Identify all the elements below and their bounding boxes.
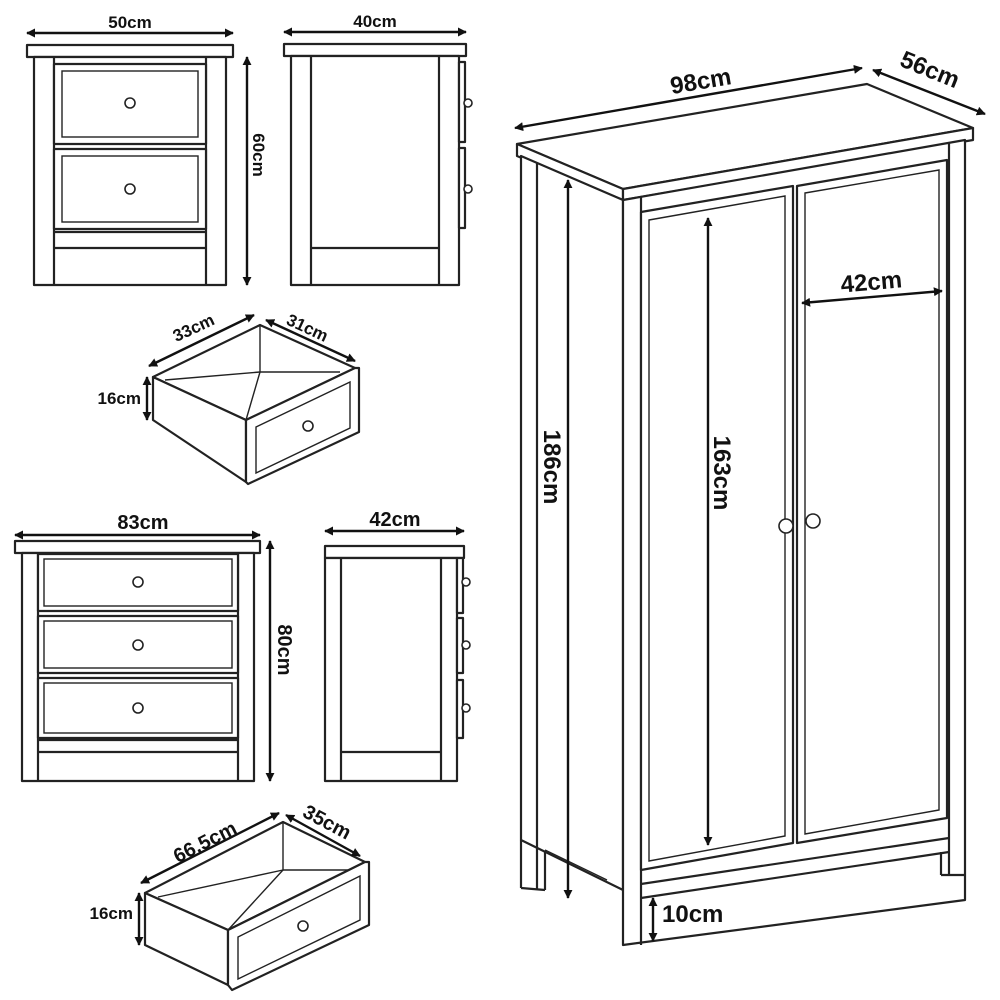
drawer-knob (302, 420, 314, 432)
wardrobe-width-arrow (514, 64, 863, 132)
nightstand-drawer-width-arrow (148, 313, 255, 368)
nightstand-drawer-width-label: 33cm (170, 310, 217, 346)
drawer-knob (297, 920, 309, 932)
chest-top (13, 539, 262, 555)
chest-front-view: 83cm 80cm (13, 512, 295, 783)
nightstand-side-top (282, 42, 468, 58)
drawer-knob (124, 183, 136, 195)
chest-depth-label: 42cm (369, 509, 420, 531)
wardrobe-width-label: 98cm (668, 63, 733, 100)
drawer-knob (461, 577, 471, 587)
nightstand-side-body (289, 54, 461, 287)
door-width-label: 42cm (840, 266, 904, 298)
wardrobe-top-front-edge (621, 126, 975, 202)
nightstand-drawer: 33cm 31cm 16cm (98, 310, 361, 486)
door-width-arrow (801, 287, 943, 307)
chest-drawer: 66.5cm 35cm 16cm (90, 801, 371, 992)
drawer-knob (461, 640, 471, 650)
nightstand-side-view: 40cm (282, 12, 473, 287)
nightstand-drawer-depth-arrow (265, 318, 356, 363)
door-height-label: 163cm (708, 436, 735, 511)
chest-drawer-depth-arrow (285, 813, 361, 858)
chest-side-view: 42cm (323, 509, 471, 783)
chest-side-body (323, 556, 459, 783)
wardrobe-depth-label: 56cm (896, 46, 963, 94)
wardrobe-door-left (639, 184, 795, 872)
drawer-knob (132, 639, 144, 651)
door-knob (778, 518, 794, 534)
chest-drawer-height-label: 16cm (90, 904, 133, 923)
wardrobe-height-label: 186cm (538, 430, 565, 505)
drawer-knob (132, 576, 144, 588)
nightstand-width-label: 50cm (108, 13, 151, 32)
nightstand-top (25, 43, 235, 59)
drawer-knob (132, 702, 144, 714)
leg-height-label: 10cm (662, 901, 723, 928)
chest-side-top (323, 544, 466, 560)
drawer-knob (461, 703, 471, 713)
drawer-knob (124, 97, 136, 109)
nightstand-height-label: 60cm (249, 133, 268, 176)
wardrobe-door-right (795, 158, 949, 845)
chest-height-label: 80cm (273, 624, 295, 675)
chest-width-label: 83cm (117, 512, 168, 534)
door-knob (805, 513, 821, 529)
drawer-knob (463, 184, 473, 194)
chest-drawer-width-arrow (140, 811, 280, 885)
nightstand-depth-label: 40cm (353, 12, 396, 31)
wardrobe-depth-arrow (872, 68, 986, 116)
nightstand-drawer-height-label: 16cm (98, 389, 141, 408)
drawer-knob (463, 98, 473, 108)
wardrobe: 98cm 56cm 186cm 163cm 42cm 10cm (514, 46, 986, 947)
nightstand-front-view: 50cm 60cm (25, 13, 268, 287)
